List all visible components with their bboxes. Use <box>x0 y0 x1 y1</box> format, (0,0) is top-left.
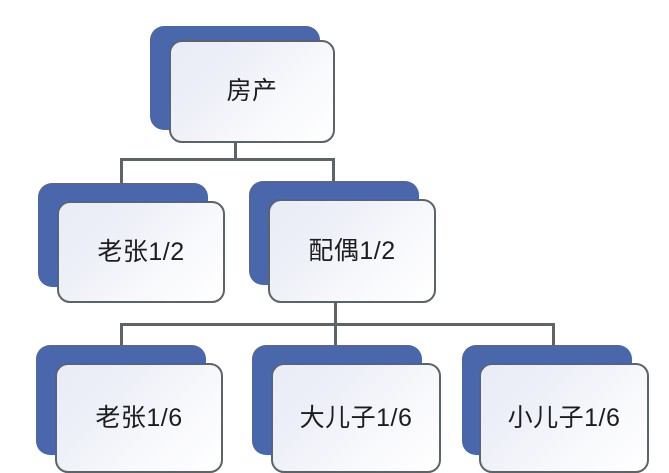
connector-root-horizontal-bar <box>120 158 335 161</box>
node-property-root[interactable]: 房产 <box>150 26 335 143</box>
inheritance-tree-diagram: 房产 老张1/2 配偶1/2 老张1/6 大儿子1/6 小儿子1/6 <box>36 26 649 473</box>
node-label-spouse-half: 配偶1/2 <box>308 236 396 265</box>
connector-root-stem <box>234 130 237 160</box>
connector-drop-to-laozhang-half <box>120 158 123 188</box>
node-younger-son-sixth[interactable]: 小儿子1/6 <box>462 345 649 473</box>
node-label-laozhang-sixth: 老张1/6 <box>95 403 183 432</box>
node-spouse-half[interactable]: 配偶1/2 <box>249 181 436 303</box>
connector-drop-to-laozhang-sixth <box>120 323 123 351</box>
node-label-elder-son-sixth: 大儿子1/6 <box>299 403 413 432</box>
node-laozhang-sixth[interactable]: 老张1/6 <box>36 345 223 473</box>
node-face: 配偶1/2 <box>268 199 436 303</box>
node-face: 大儿子1/6 <box>271 363 441 473</box>
node-label-younger-son-sixth: 小儿子1/6 <box>507 403 621 432</box>
node-label-property: 房产 <box>226 77 278 105</box>
connector-spouse-stem <box>334 285 337 325</box>
connector-drop-to-younger-son <box>552 323 555 351</box>
connector-spouse-horizontal-bar <box>120 323 555 326</box>
node-face: 老张1/2 <box>57 201 225 303</box>
connector-drop-to-spouse-half <box>332 158 335 188</box>
node-label-laozhang-half: 老张1/2 <box>97 237 185 266</box>
node-laozhang-half[interactable]: 老张1/2 <box>38 183 225 303</box>
connector-drop-to-elder-son <box>334 323 337 351</box>
node-face: 房产 <box>169 40 335 143</box>
node-elder-son-sixth[interactable]: 大儿子1/6 <box>252 345 441 473</box>
